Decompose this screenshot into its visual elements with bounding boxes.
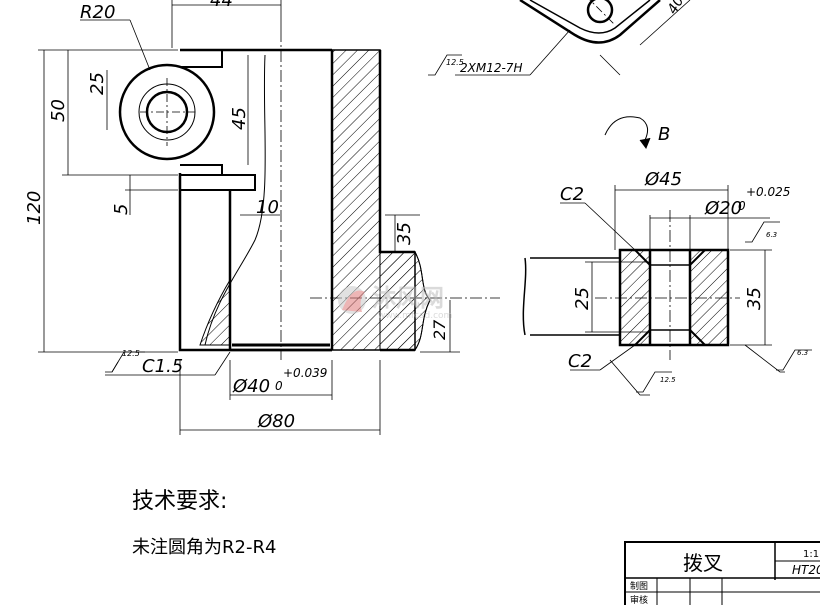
title-scale: 1:1 — [803, 549, 819, 560]
notes-heading: 技术要求: — [132, 489, 227, 514]
dim-d40-tol: +0.039 — [283, 366, 327, 380]
section-hatch-right — [689, 249, 729, 346]
title-row2: 审核 — [630, 594, 648, 605]
roughness-left — [105, 351, 145, 373]
dim-d20-tol: +0.025 — [746, 185, 790, 199]
front-view — [118, 30, 500, 360]
section-outline — [618, 248, 730, 347]
boss-block — [180, 49, 256, 191]
roughness-section-3: 6.3 — [797, 349, 808, 357]
section-shaft — [522, 257, 620, 336]
top-right-view — [428, 0, 691, 76]
boss-outer-circle — [118, 63, 216, 161]
dim-50: 50 — [48, 99, 69, 122]
roughness-thread-value: 12.5 — [446, 58, 464, 67]
dim-d45: Ø45 — [644, 169, 682, 190]
dim-5: 5 — [111, 204, 132, 215]
dim-d40-tol-low: 0 — [275, 379, 283, 393]
dim-c2-bottom: C2 — [568, 351, 592, 372]
dim-d80: Ø80 — [257, 411, 295, 432]
roughness-left-value: 12.5 — [122, 349, 140, 358]
section-dimensions — [560, 185, 812, 396]
section-view — [522, 210, 740, 360]
top-right-40: 40 — [665, 0, 688, 17]
watermark-text: 沐风网 — [372, 284, 444, 312]
dim-d20-tol-low: 0 — [738, 199, 746, 213]
section-hatch-left — [619, 249, 651, 346]
dim-c15: C1.5 — [142, 356, 183, 377]
dim-r20: R20 — [80, 2, 115, 23]
front-outline — [178, 48, 415, 352]
title-block — [624, 541, 820, 605]
view-label-b: B — [658, 124, 670, 145]
watermark-url: www.mfcad.com — [378, 311, 452, 321]
watermark: 沐风网 www.mfcad.com — [338, 284, 452, 321]
dim-25-section: 25 — [572, 287, 593, 310]
dim-10: 10 — [256, 197, 279, 218]
title-part-name: 拨叉 — [683, 551, 723, 575]
dim-120: 120 — [24, 191, 45, 225]
dim-25-boss: 25 — [87, 72, 108, 95]
dim-d20: Ø20 — [704, 198, 742, 219]
roughness-section-1: 6.3 — [766, 231, 777, 239]
dim-45: 45 — [229, 107, 250, 130]
roughness-section-2: 12.5 — [660, 376, 676, 384]
dim-d40: Ø40 — [232, 376, 270, 397]
dim-c2-top: C2 — [560, 184, 584, 205]
dim-35-hub: 35 — [394, 222, 415, 245]
title-material: HT20 — [792, 563, 820, 577]
thread-note: 2XM12-7H — [460, 61, 522, 75]
title-row1: 制图 — [630, 580, 648, 592]
view-arrow — [604, 116, 651, 150]
dim-27: 27 — [430, 319, 449, 340]
section-dimension-texts: Ø45 Ø20 +0.025 0 C2 C2 25 35 6.3 12.5 6.… — [560, 169, 808, 384]
front-dimensions — [38, 0, 460, 435]
dim-35-section: 35 — [744, 287, 765, 310]
dim-44: 44 — [210, 0, 233, 11]
front-dimension-texts: 44 R20 25 50 120 45 5 10 35 27 C1.5 Ø40 … — [24, 0, 449, 432]
left-hatch — [199, 278, 231, 346]
hub-hatch — [379, 251, 431, 351]
notes-line1: 未注圆角为R2-R4 — [132, 537, 276, 558]
